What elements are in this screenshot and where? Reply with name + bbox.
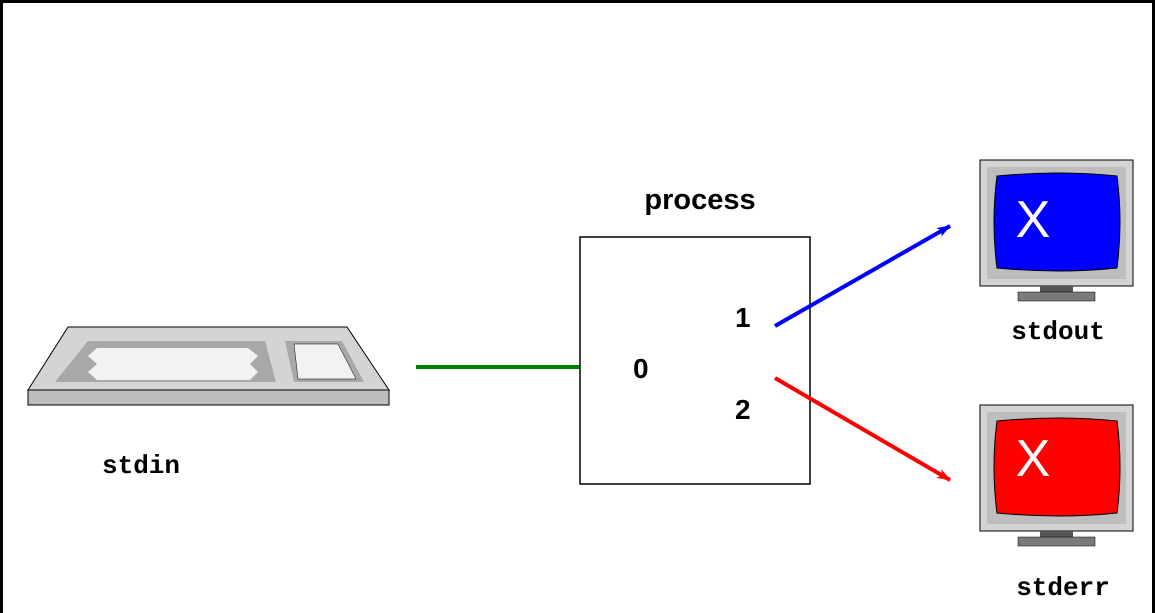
stderr-monitor-icon	[979, 404, 1134, 547]
stderr-arrow	[773, 376, 952, 482]
stdout-arrow	[774, 224, 951, 328]
stdin-label: stdin	[102, 451, 180, 481]
process-label: process	[644, 184, 755, 216]
stdout-label: stdout	[1011, 317, 1105, 347]
process-box	[579, 236, 811, 485]
stderr-label: stderr	[1016, 573, 1110, 603]
fd-0-label: 0	[633, 353, 649, 384]
stdout-screen-glyph: X	[1016, 191, 1051, 249]
fd-1-label: 1	[735, 302, 751, 333]
stderr-screen-glyph: X	[1016, 430, 1051, 488]
fd-2-label: 2	[735, 394, 751, 425]
stdout-monitor-icon	[979, 159, 1134, 302]
keyboard-icon	[27, 326, 390, 406]
